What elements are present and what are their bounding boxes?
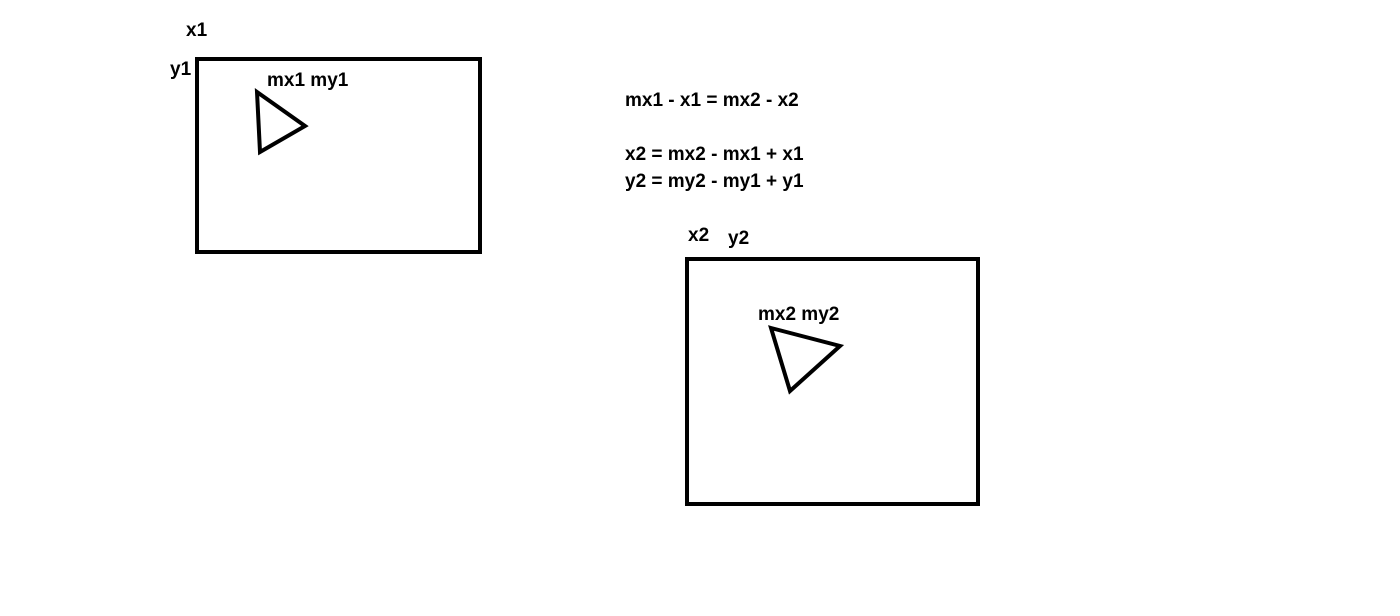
- equation-line-2: x2 = mx2 - mx1 + x1: [625, 144, 804, 165]
- x1-label: x1: [186, 20, 208, 41]
- window-2-rect: [685, 257, 980, 506]
- window-1-rect: [195, 57, 482, 254]
- mouse-1-label: mx1 my1: [267, 70, 349, 91]
- y2-label: y2: [728, 228, 750, 249]
- x2-label: x2: [688, 225, 710, 246]
- equation-line-3: y2 = my2 - my1 + y1: [625, 171, 804, 192]
- y1-label: y1: [170, 59, 192, 80]
- mouse-2-label: mx2 my2: [758, 304, 840, 325]
- equation-line-1: mx1 - x1 = mx2 - x2: [625, 90, 799, 111]
